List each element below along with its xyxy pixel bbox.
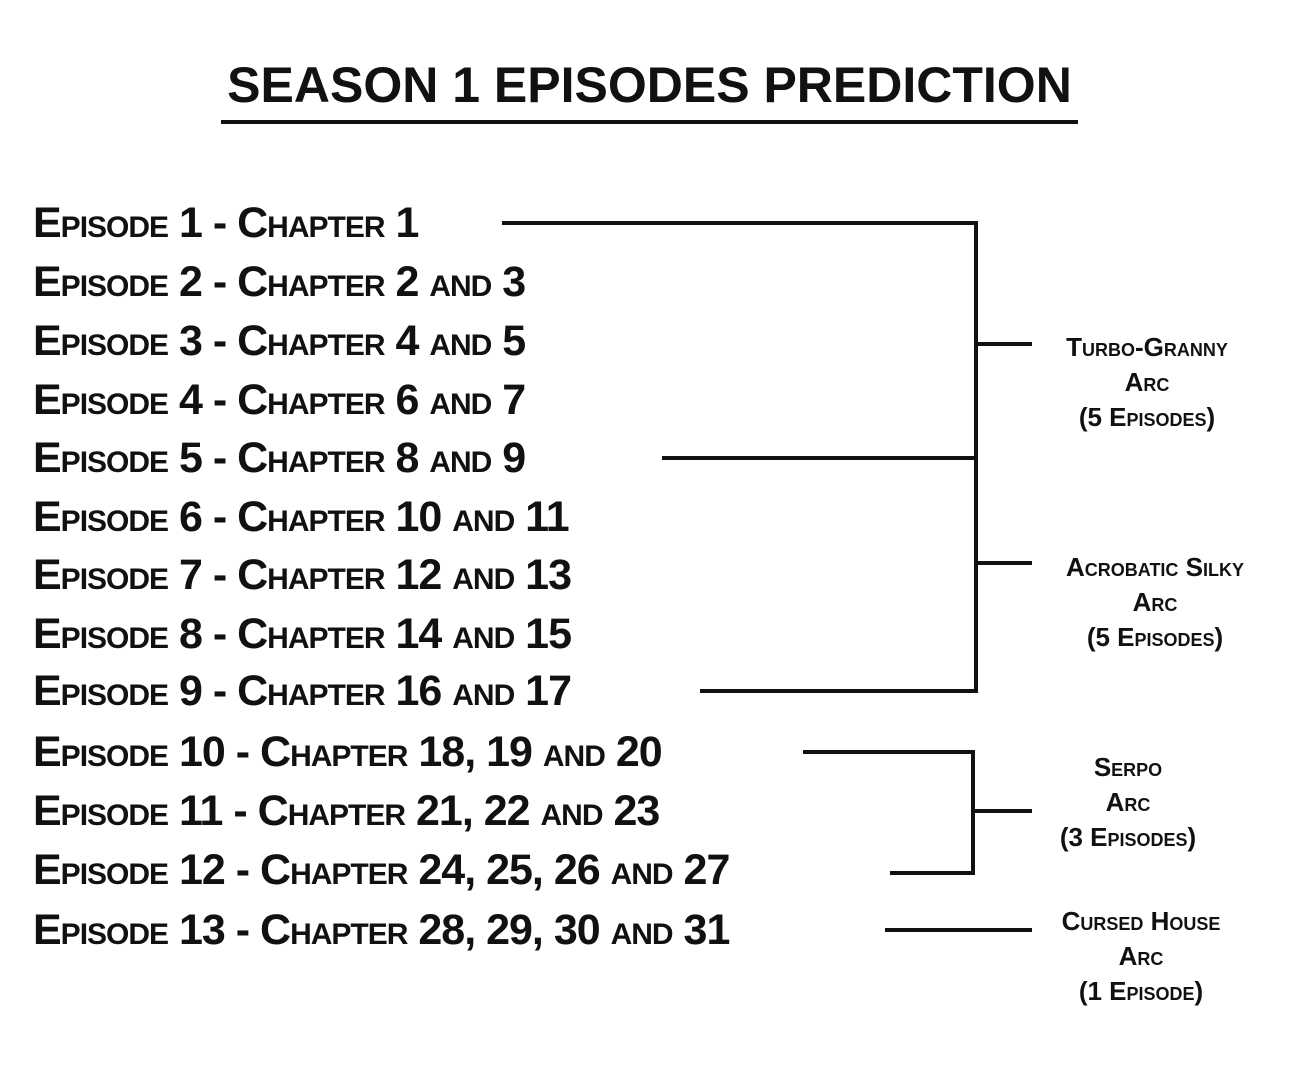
arc-word: Arc — [1118, 941, 1164, 971]
arc-count: (3 Episodes) — [1059, 822, 1197, 852]
bracket-vertical-episodes-1-9 — [974, 221, 978, 693]
connector-episode-9 — [700, 689, 978, 693]
tick-turbo-granny-arc — [974, 342, 1032, 346]
arc-count: (5 Episodes) — [1078, 402, 1216, 432]
connector-episode-10 — [803, 750, 975, 754]
arc-count: (5 Episodes) — [1086, 622, 1224, 652]
page-title: SEASON 1 EPISODES PREDICTION — [221, 56, 1078, 124]
arc-word: Arc — [1132, 587, 1178, 617]
episode-row-12: Episode 12 - Chapter 24, 25, 26 and 27 — [33, 845, 730, 894]
arc-word: Arc — [1124, 367, 1170, 397]
episode-row-1: Episode 1 - Chapter 1 — [33, 198, 419, 247]
episode-row-6: Episode 6 - Chapter 10 and 11 — [33, 492, 570, 541]
connector-episode-13 — [885, 928, 1032, 932]
arc-count: (1 Episode) — [1078, 976, 1204, 1006]
episode-row-2: Episode 2 - Chapter 2 and 3 — [33, 257, 526, 306]
arc-word: Arc — [1105, 787, 1151, 817]
episode-row-8: Episode 8 - Chapter 14 and 15 — [33, 609, 572, 658]
episode-row-13: Episode 13 - Chapter 28, 29, 30 and 31 — [33, 905, 730, 954]
episode-row-7: Episode 7 - Chapter 12 and 13 — [33, 550, 572, 599]
connector-episode-12 — [890, 871, 975, 875]
tick-serpo-arc — [971, 809, 1032, 813]
episode-row-5: Episode 5 - Chapter 8 and 9 — [33, 433, 526, 482]
arc-label-cursed-house: Cursed House Arc (1 Episode) — [1026, 904, 1256, 1009]
arc-label-acrobatic-silky: Acrobatic Silky Arc (5 Episodes) — [1040, 550, 1270, 655]
arc-name: Cursed House — [1061, 906, 1221, 936]
arc-name: Turbo-Granny — [1066, 332, 1228, 362]
arc-label-turbo-granny: Turbo-Granny Arc (5 Episodes) — [1032, 330, 1262, 435]
arc-label-serpo: Serpo Arc (3 Episodes) — [1013, 750, 1243, 855]
episode-row-11: Episode 11 - Chapter 21, 22 and 23 — [33, 786, 660, 835]
tick-acrobatic-silky-arc — [974, 561, 1032, 565]
connector-episode-1 — [502, 221, 978, 225]
episode-row-3: Episode 3 - Chapter 4 and 5 — [33, 316, 526, 365]
arc-name: Acrobatic Silky — [1066, 552, 1244, 582]
connector-episode-5 — [662, 456, 978, 460]
episode-row-4: Episode 4 - Chapter 6 and 7 — [33, 375, 526, 424]
episode-row-9: Episode 9 - Chapter 16 and 17 — [33, 666, 572, 715]
title-wrap: SEASON 1 EPISODES PREDICTION — [0, 56, 1299, 124]
arc-name: Serpo — [1093, 752, 1163, 782]
episode-row-10: Episode 10 - Chapter 18, 19 and 20 — [33, 727, 663, 776]
